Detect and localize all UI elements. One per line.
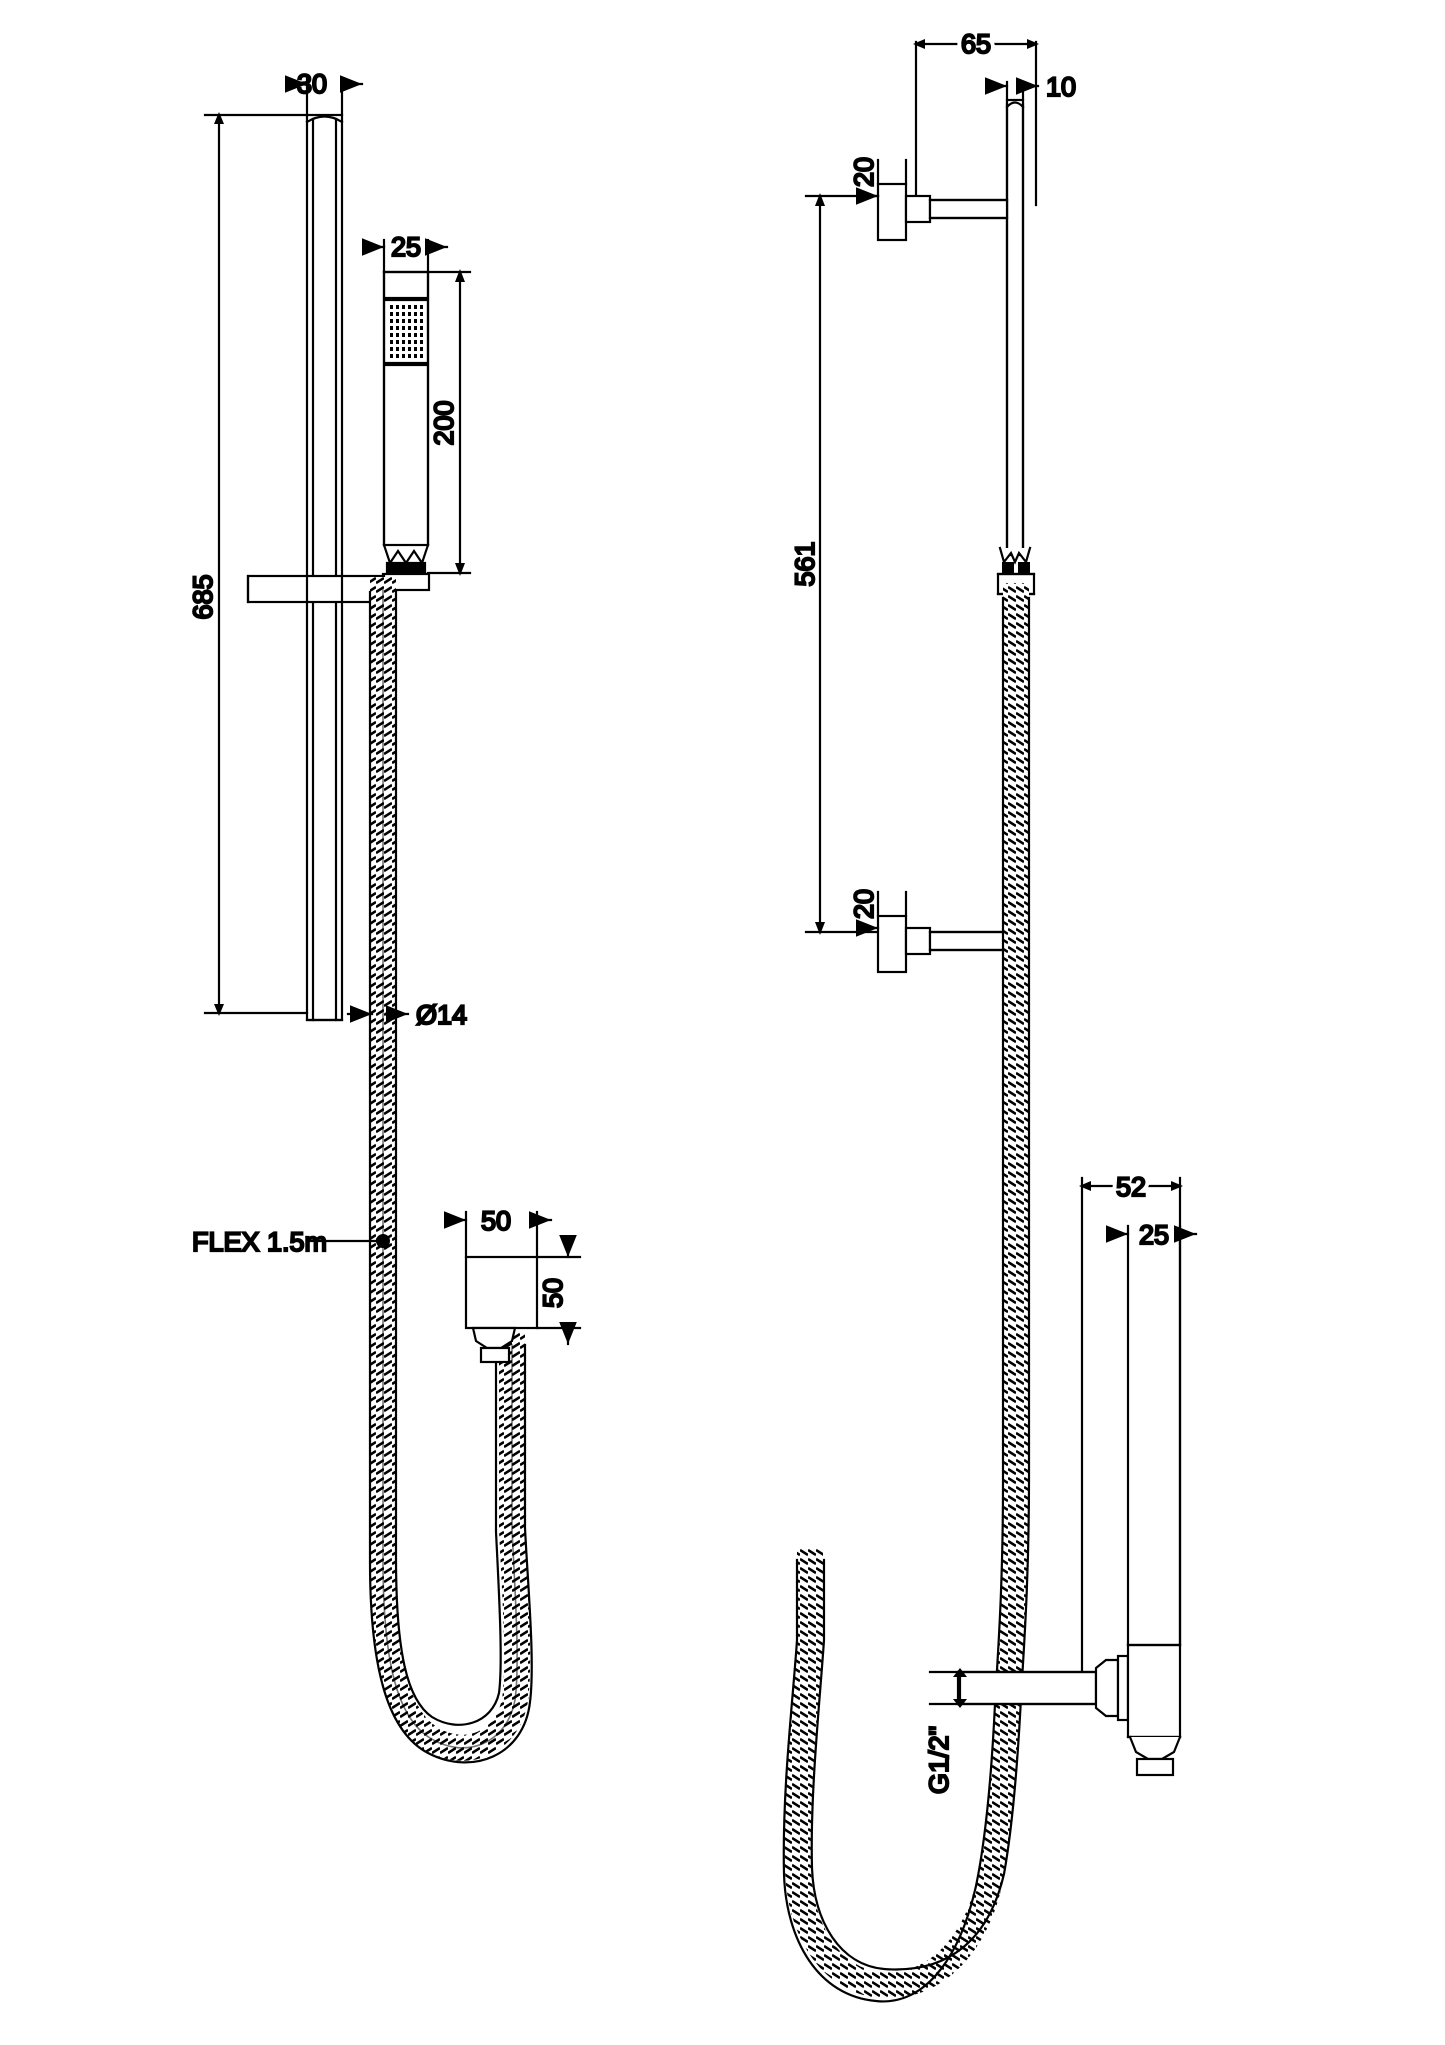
- wall-outlet-front: [464, 1255, 539, 1364]
- dim-label-25: 25: [391, 232, 421, 262]
- dim-outlet-width: [444, 1210, 553, 1259]
- dim-label-10: 10: [1046, 72, 1076, 102]
- flex-hose-front: [368, 577, 533, 1764]
- dim-label-25b: 25: [1139, 1220, 1169, 1250]
- dim-label-52-bg: 52: [1116, 1172, 1146, 1202]
- dim-label-65-bg: 65: [961, 29, 991, 59]
- slide-rail-side: [1005, 98, 1025, 557]
- wall-bracket-bottom: [876, 914, 1009, 974]
- dim-label-50-width: 50: [481, 1206, 511, 1236]
- handset-spray-holes: [390, 305, 423, 358]
- dim-elbow-body: [1106, 1224, 1198, 1647]
- dim-label-g12: G1/2": [924, 1726, 954, 1794]
- handset-front: [381, 270, 431, 592]
- dim-rail-side-width: [985, 77, 1040, 102]
- dim-rail-width: [285, 75, 364, 117]
- wall-outlet-side: [956, 1643, 1182, 1777]
- dim-label-52: 52: [1116, 1172, 1146, 1202]
- dim-label-30: 30: [297, 69, 327, 99]
- dim-label-diameter-14: Ø14: [416, 1000, 467, 1030]
- dim-handset-width: [362, 238, 449, 274]
- dim-bracket-bottom-depth: [856, 890, 908, 937]
- dim-outlet-height: [535, 1235, 582, 1346]
- dim-label-20-bottom: 20: [849, 889, 879, 919]
- dim-label-20-top: 20: [849, 157, 879, 187]
- dim-handset-length: [426, 269, 472, 576]
- slide-rail-front: [305, 113, 344, 1022]
- label-flex-length: FLEX 1.5m: [192, 1227, 327, 1257]
- wall-bracket-top: [876, 182, 1009, 242]
- dim-label-65: 65: [961, 29, 991, 59]
- dim-label-25b-bg: 25: [1139, 1220, 1169, 1250]
- dim-bracket-offset: [913, 39, 1039, 207]
- flex-leader: [308, 1234, 390, 1248]
- dim-label-561: 561: [790, 541, 820, 586]
- handset-holder-bracket: [246, 574, 386, 604]
- dim-elbow-depth: [1079, 1176, 1183, 1672]
- dim-label-200: 200: [429, 400, 459, 445]
- dim-overall-height: [203, 112, 309, 1016]
- dim-label-685: 685: [188, 574, 218, 619]
- dim-label-50-height: 50: [538, 1278, 568, 1308]
- dim-thread-size: [928, 1668, 967, 1708]
